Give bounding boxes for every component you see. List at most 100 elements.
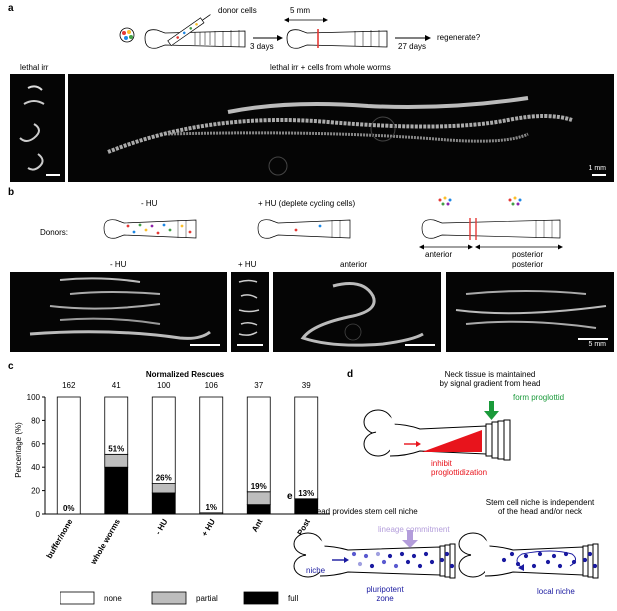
stem-cell-dot <box>369 563 375 569</box>
stem-cell-dot <box>582 557 588 563</box>
bar-partial <box>246 491 271 506</box>
stem-cell-dot <box>449 563 455 569</box>
stem-cell-dot <box>411 553 417 559</box>
count-label: 37 <box>254 381 263 390</box>
panel-e-diagram <box>293 530 599 579</box>
panel-e-right-title-1: Stem cell niche is independent <box>485 498 595 507</box>
stem-cell-dot <box>531 563 537 569</box>
stem-cell-dot <box>375 551 381 557</box>
category-label: whole worms <box>88 517 122 567</box>
stem-cell-dot <box>399 551 405 557</box>
img-anterior-title: anterior <box>340 260 368 269</box>
pluripotent-label: pluripotent zone <box>355 585 415 603</box>
y-tick-label: 20 <box>31 487 40 496</box>
panel-d-diagram <box>363 401 511 461</box>
stem-cell-dot <box>509 551 515 557</box>
img-minus-hu-title: - HU <box>110 260 127 269</box>
scale-5mm: 5 mm <box>588 341 607 348</box>
stem-cell-dot <box>545 559 551 565</box>
bar-full <box>246 504 271 515</box>
pluripotent-2: zone <box>376 594 394 603</box>
img-plus-hu-title: + HU <box>238 260 257 269</box>
inhibit-1: inhibit <box>431 459 452 468</box>
stem-cell-dot <box>357 561 363 567</box>
anterior-label: anterior <box>425 250 453 259</box>
panel-a-schematic <box>119 14 431 49</box>
legend-swatch-full <box>243 591 279 605</box>
legend-swatch-none <box>60 591 95 605</box>
minus-hu-label: - HU <box>141 199 158 208</box>
stem-cell-dot <box>405 559 411 565</box>
days-27-label: 27 days <box>398 42 427 51</box>
panel-e-label: e <box>287 491 293 502</box>
regenerate-label: regenerate? <box>437 33 481 42</box>
y-tick-label: 0 <box>36 510 41 519</box>
pluripotent-1: pluripotent <box>366 585 404 594</box>
count-label: 39 <box>302 381 311 390</box>
panel-e-right-title: Stem cell niche is independent of the he… <box>470 498 610 516</box>
scale-1mm: 1 mm <box>588 165 607 172</box>
category-label: + HU <box>200 517 217 538</box>
chart-title: Normalized Rescues <box>146 370 225 379</box>
length-label: 5 mm <box>290 6 310 15</box>
bar-none <box>56 396 81 515</box>
bar-none <box>246 396 271 493</box>
panel-e-left-title: Head provides stem cell niche <box>311 507 418 516</box>
stem-cell-dot <box>439 557 445 563</box>
stem-cell-dot <box>587 551 593 557</box>
y-tick-label: 100 <box>27 393 41 402</box>
bar-none <box>199 396 224 514</box>
stem-cell-dot <box>417 563 423 569</box>
inhibit-label: inhibit proglottidization <box>431 459 487 477</box>
count-label: 41 <box>112 381 121 390</box>
panel-a-label: a <box>8 3 14 14</box>
local-niche-label: local niche <box>537 587 575 596</box>
bar-partial <box>104 453 129 468</box>
percent-label: 51% <box>108 444 124 453</box>
days-3-label: 3 days <box>250 42 274 51</box>
stem-cell-dot <box>523 553 529 559</box>
panel-b-label: b <box>8 187 15 198</box>
percent-label: 19% <box>251 482 267 491</box>
percent-label: 1% <box>205 503 217 512</box>
count-label: 106 <box>205 381 219 390</box>
panel-c-label: c <box>8 361 14 372</box>
bar-none <box>151 396 176 484</box>
count-label: 100 <box>157 381 171 390</box>
stem-cell-dot <box>429 559 435 565</box>
bar-full <box>104 466 129 515</box>
donor-schematics <box>103 219 351 239</box>
stem-cell-dot <box>381 559 387 565</box>
panel-d-title: Neck tissue is maintained by signal grad… <box>420 370 560 388</box>
plus-hu-image <box>231 272 269 352</box>
stem-cell-dot <box>501 557 507 563</box>
rescued-worms-image: 1 mm <box>68 74 614 182</box>
bar-none <box>294 396 319 500</box>
posterior-label: posterior <box>512 250 544 259</box>
chart-legend: none partial full <box>60 591 298 605</box>
stem-cell-dot <box>444 551 450 557</box>
posterior-image: 5 mm <box>446 272 614 352</box>
stem-cell-dot <box>592 563 598 569</box>
y-tick-label: 80 <box>31 416 40 425</box>
ant-post-schematic <box>419 196 563 250</box>
stem-cell-dot <box>363 553 369 559</box>
plus-hu-label: + HU (deplete cycling cells) <box>258 199 356 208</box>
niche-label: niche <box>306 566 326 575</box>
percent-label: 0% <box>63 504 75 513</box>
percent-label: 13% <box>298 489 314 498</box>
stem-cell-dot <box>557 563 563 569</box>
lineage-label: lineage commitment <box>378 525 450 534</box>
count-label: 162 <box>62 381 76 390</box>
panel-d-title-2: by signal gradient from head <box>439 379 541 388</box>
stem-cell-dot <box>551 553 557 559</box>
legend-partial: partial <box>196 594 218 603</box>
legend-full: full <box>288 594 298 603</box>
donor-cells-label: donor cells <box>218 6 257 15</box>
lethal-irr-image <box>10 74 65 182</box>
bar-none <box>104 396 129 455</box>
chart-ylabel: Percentage (%) <box>14 422 23 478</box>
panel-e-right-title-2: of the head and/or neck <box>497 507 583 516</box>
y-tick-label: 40 <box>31 463 40 472</box>
inhibit-2: proglottidization <box>431 468 488 477</box>
